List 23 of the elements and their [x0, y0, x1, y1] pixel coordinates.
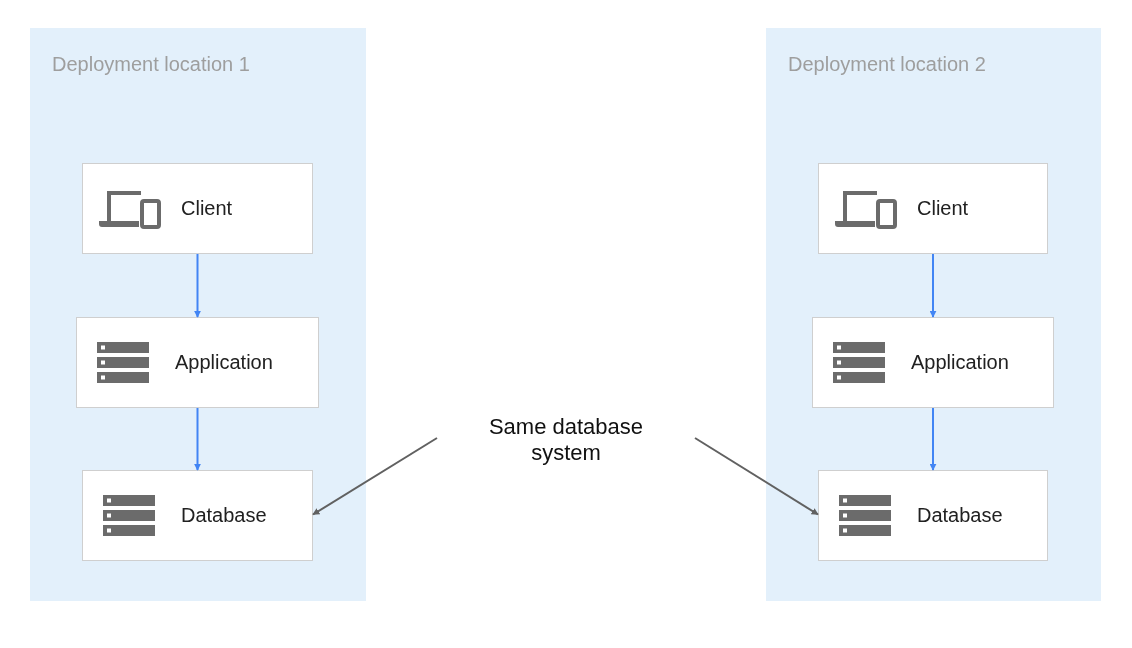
component-label: Database	[917, 504, 1003, 527]
component-label: Client	[917, 197, 969, 220]
component-label: Application	[911, 351, 1009, 374]
component-card	[82, 470, 313, 561]
component-label: Database	[181, 504, 267, 527]
component-card	[76, 317, 319, 408]
arrow	[694, 437, 819, 516]
component-label: Client	[181, 197, 233, 220]
component-card	[818, 163, 1048, 254]
arrow	[194, 407, 201, 471]
component-card	[818, 470, 1048, 561]
component-label: Application	[175, 351, 273, 374]
deployment-region	[30, 28, 366, 601]
arrow	[929, 253, 937, 318]
component-card	[82, 163, 313, 254]
arrow	[312, 437, 438, 516]
deployment-region	[766, 28, 1101, 601]
region-title: Deployment location 1	[52, 53, 250, 76]
region-title: Deployment location 2	[788, 53, 986, 76]
arrow	[194, 253, 201, 318]
arrow	[929, 407, 937, 471]
component-card	[812, 317, 1054, 408]
annotation-text: Same database system	[487, 413, 645, 467]
